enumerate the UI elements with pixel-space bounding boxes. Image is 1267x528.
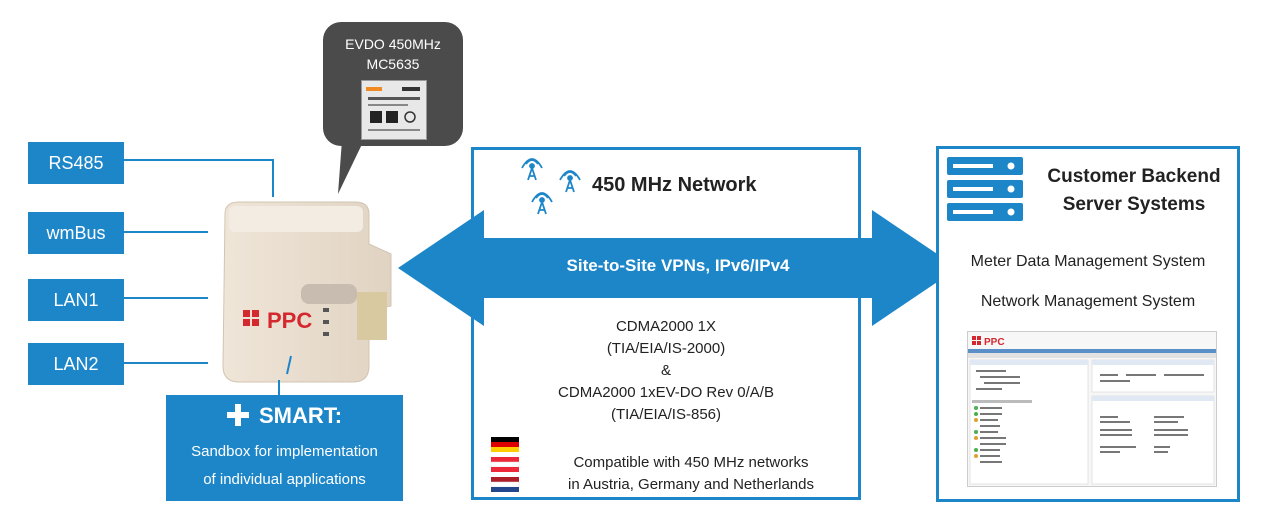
connector-rs485 — [124, 159, 274, 161]
smart-box: SMART: Sandbox for implementation of ind… — [166, 395, 403, 501]
port-lan1: LAN1 — [28, 279, 124, 321]
port-label: LAN2 — [53, 353, 99, 374]
smart-line-2: of individual applications — [203, 471, 366, 488]
flag-netherlands-icon — [491, 477, 520, 492]
network-standards: CDMA2000 1X (TIA/EIA/IS-2000) & CDMA2000… — [474, 316, 858, 426]
network-box: 450 MHz Network CDMA2000 1X (TIA/EIA/IS-… — [471, 147, 861, 500]
standard-2-ref: (TIA/EIA/IS-856) — [610, 406, 722, 423]
antenna-icon — [521, 158, 543, 181]
port-label: wmBus — [46, 222, 106, 243]
smart-title: SMART: — [258, 403, 343, 428]
port-wmbus: wmBus — [28, 212, 124, 254]
antenna-icon — [531, 192, 553, 215]
smart-title-row: SMART: — [166, 403, 403, 432]
standard-and: & — [660, 362, 671, 379]
connector-lan2 — [124, 362, 208, 364]
vpn-label: Site-to-Site VPNs, IPv6/IPv4 — [566, 256, 790, 275]
flag-germany-icon — [491, 437, 519, 452]
gateway-device-image: PPC — [222, 201, 392, 383]
backend-title-line-1: Customer Backend — [1047, 166, 1221, 187]
antenna-icon — [559, 170, 581, 193]
plus-icon — [226, 404, 249, 432]
connector-smart — [278, 380, 280, 396]
port-rs485: RS485 — [28, 142, 124, 184]
bubble-tail — [338, 140, 364, 194]
server-icon — [947, 157, 1023, 221]
vpn-double-arrow — [398, 210, 958, 326]
device-brand: PPC — [267, 308, 312, 333]
compatibility-note: Compatible with 450 MHz networks in Aust… — [526, 452, 856, 496]
network-title: 450 MHz Network — [592, 174, 757, 196]
flag-austria-icon — [491, 457, 520, 472]
backend-title: Customer Backend Server Systems — [1029, 163, 1239, 219]
modem-model: MC5635 — [366, 56, 420, 72]
connector-rs485-vertical — [272, 159, 274, 197]
standard-2: CDMA2000 1xEV-DO Rev 0/A/B — [558, 384, 774, 401]
mdm-label: Meter Data Management System — [970, 253, 1206, 270]
backend-title-line-2: Server Systems — [1062, 194, 1206, 215]
connector-wmbus — [124, 231, 208, 233]
backend-box: Customer Backend Server Systems Meter Da… — [936, 146, 1240, 502]
compat-line-2: in Austria, Germany and Netherlands — [568, 476, 814, 493]
port-label: RS485 — [48, 152, 104, 173]
management-ui-thumbnail: PPC — [967, 331, 1217, 487]
compat-line-1: Compatible with 450 MHz networks — [573, 454, 809, 471]
modem-module-image — [361, 80, 427, 140]
modem-bubble: EVDO 450MHz MC5635 — [323, 22, 463, 146]
modem-type: EVDO 450MHz — [345, 36, 441, 52]
smart-line-1: Sandbox for implementation — [191, 443, 378, 460]
antenna-icons — [521, 158, 581, 215]
nms-label: Network Management System — [980, 293, 1196, 310]
country-flags — [491, 437, 520, 492]
port-label: LAN1 — [53, 289, 99, 310]
port-lan2: LAN2 — [28, 343, 124, 385]
standard-1-ref: (TIA/EIA/IS-2000) — [606, 340, 726, 357]
thumbnail-brand: PPC — [984, 337, 1005, 348]
standard-1: CDMA2000 1X — [615, 318, 717, 335]
connector-lan1 — [124, 297, 208, 299]
